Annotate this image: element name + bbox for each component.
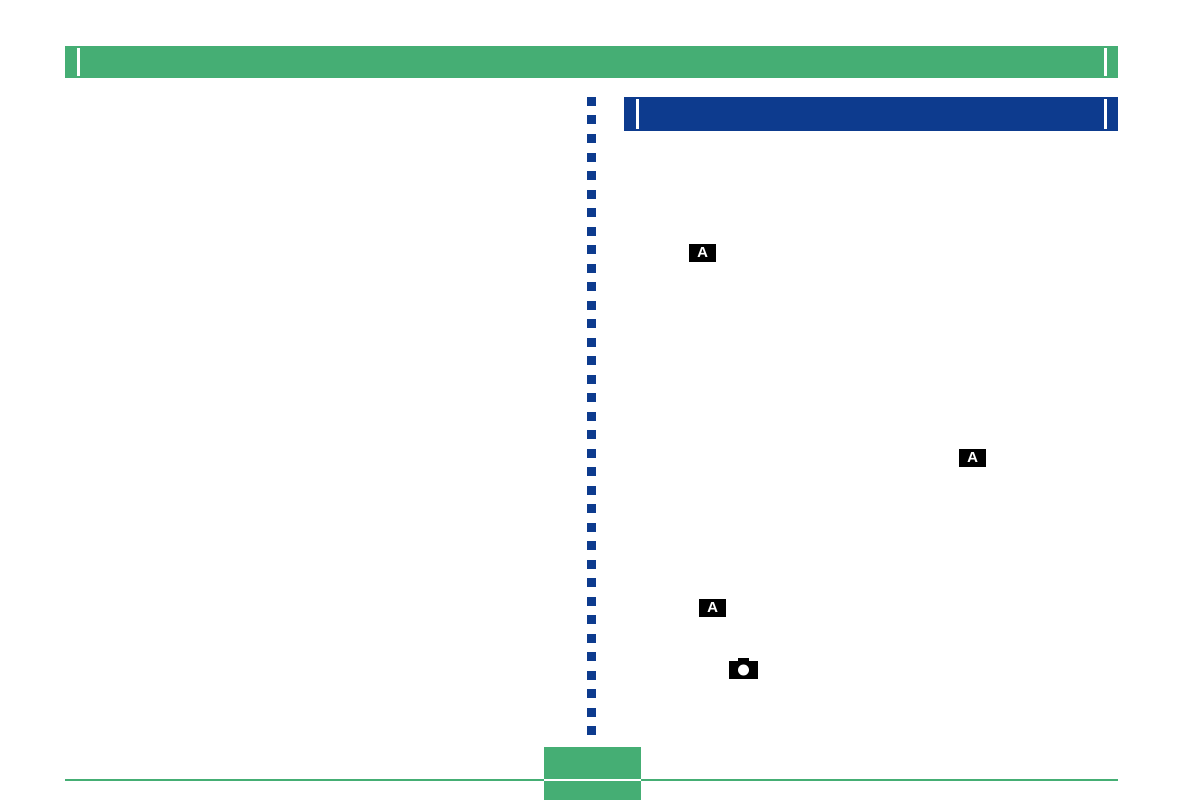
- divider-dot: [587, 319, 596, 328]
- divider-dot: [587, 190, 596, 199]
- divider-dot: [587, 97, 596, 106]
- divider-dot: [587, 689, 596, 698]
- divider-dot: [587, 634, 596, 643]
- a-mode-icon: A: [689, 244, 716, 262]
- divider-dot: [587, 578, 596, 587]
- divider-dot: [587, 393, 596, 402]
- section-bar-notch-left: [636, 99, 639, 129]
- divider-dot: [587, 282, 596, 291]
- divider-dot: [587, 171, 596, 180]
- a-mode-icon: A: [699, 599, 726, 617]
- header-bar-notch-left: [77, 48, 80, 76]
- divider-dot: [587, 375, 596, 384]
- divider-dot: [587, 652, 596, 661]
- divider-dot: [587, 708, 596, 717]
- divider-dot: [587, 134, 596, 143]
- divider-dot: [587, 412, 596, 421]
- divider-dot: [587, 523, 596, 532]
- divider-dot: [587, 467, 596, 476]
- divider-dot: [587, 227, 596, 236]
- divider-dot: [587, 153, 596, 162]
- divider-dot: [587, 449, 596, 458]
- divider-dot: [587, 115, 596, 124]
- divider-dot: [587, 671, 596, 680]
- divider-dot: [587, 541, 596, 550]
- divider-dot: [587, 208, 596, 217]
- divider-dot: [587, 504, 596, 513]
- divider-dot: [587, 486, 596, 495]
- section-bar-notch-right: [1104, 99, 1107, 129]
- divider-dot: [587, 301, 596, 310]
- divider-dot: [587, 430, 596, 439]
- divider-dot: [587, 245, 596, 254]
- camera-icon: [729, 658, 758, 679]
- divider-dot: [587, 338, 596, 347]
- header-bar-notch-right: [1104, 48, 1107, 76]
- chapter-header-bar: [65, 46, 1118, 78]
- divider-dot: [587, 264, 596, 273]
- a-mode-icon: A: [959, 449, 986, 467]
- page-number-tab: [544, 747, 641, 800]
- page-tab-gap: [544, 779, 641, 781]
- divider-dot: [587, 356, 596, 365]
- divider-dot: [587, 726, 596, 735]
- divider-dot: [587, 597, 596, 606]
- section-header-bar: [624, 97, 1118, 131]
- divider-dot: [587, 615, 596, 624]
- divider-dot: [587, 560, 596, 569]
